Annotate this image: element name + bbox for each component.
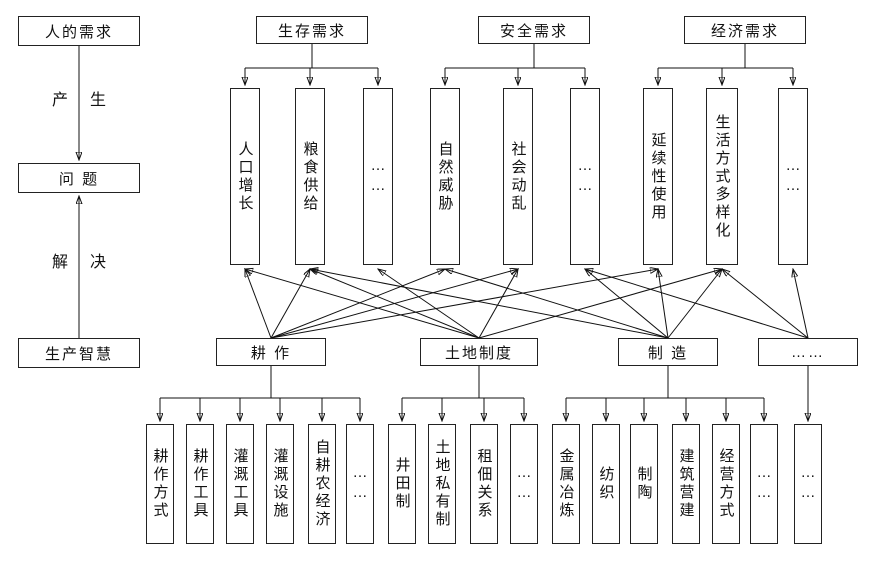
farming-box: 耕 作: [216, 338, 326, 366]
survival-tree: [245, 44, 378, 85]
problem-natural-threats: 自然威胁: [430, 88, 460, 265]
solve-label-right: 决: [90, 254, 107, 271]
economic-needs-box: 经济需求: [684, 16, 806, 44]
survival-needs-box: 生存需求: [256, 16, 368, 44]
sub-textile: 纺织: [592, 424, 620, 544]
sub-construction: 建筑营建: [672, 424, 700, 544]
produce-label-right: 生: [90, 92, 107, 109]
problem-lifestyle-diversity: 生活方式多样化: [706, 88, 738, 265]
ellipsis-category-box: ……: [758, 338, 858, 366]
human-needs-box: 人的需求: [18, 16, 140, 46]
manufacturing-box: 制 造: [618, 338, 718, 366]
sub-farming-method: 耕作方式: [146, 424, 174, 544]
sub-business-method: 经营方式: [712, 424, 740, 544]
sub-farming-tools: 耕作工具: [186, 424, 214, 544]
problem-food-supply: 粮食供给: [295, 88, 325, 265]
safety-tree: [445, 44, 585, 85]
problem-safety-ellipsis: ……: [570, 88, 600, 265]
manufacturing-tree: [566, 366, 764, 421]
sub-private-land-ownership: 土地私有制: [428, 424, 456, 544]
problem-survival-ellipsis: ……: [363, 88, 393, 265]
safety-needs-box: 安全需求: [478, 16, 590, 44]
sub-irrigation-facilities: 灌溉设施: [266, 424, 294, 544]
sub-irrigation-tools: 灌溉工具: [226, 424, 254, 544]
land-system-box: 土地制度: [420, 338, 538, 366]
solve-label-left: 解: [52, 254, 69, 271]
sub-tenancy-relations: 租佃关系: [470, 424, 498, 544]
solution-crossing-arrows: [245, 269, 809, 339]
sub-well-field-system: 井田制: [388, 424, 416, 544]
problem-social-unrest: 社会动乱: [503, 88, 533, 265]
sub-land-ellipsis: ……: [510, 424, 538, 544]
problem-population-growth: 人口增长: [230, 88, 260, 265]
sub-metal-smelting: 金属冶炼: [552, 424, 580, 544]
produce-label-left: 产: [52, 92, 69, 109]
sub-pottery: 制陶: [630, 424, 658, 544]
problem-box: 问 题: [18, 163, 140, 193]
sub-other-ellipsis: ……: [794, 424, 822, 544]
farming-tree: [160, 366, 360, 421]
sub-farming-ellipsis: ……: [346, 424, 374, 544]
economic-tree: [658, 44, 793, 85]
sub-manufacturing-ellipsis: ……: [750, 424, 778, 544]
problem-economic-ellipsis: ……: [778, 88, 808, 265]
sub-self-farming-economy: 自耕农经济: [308, 424, 336, 544]
land-system-tree: [402, 366, 524, 421]
problem-continuous-use: 延续性使用: [643, 88, 673, 265]
production-wisdom-box: 生产智慧: [18, 338, 140, 368]
